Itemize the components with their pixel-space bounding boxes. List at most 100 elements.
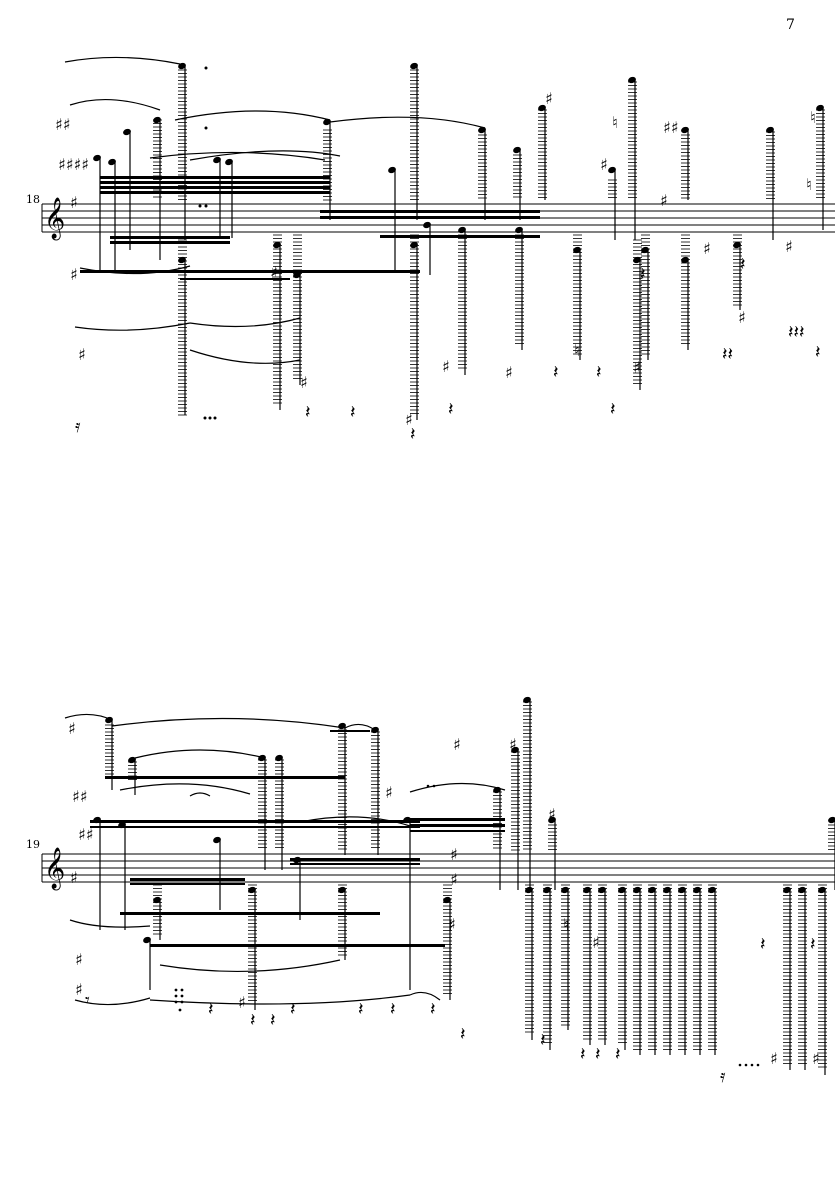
svg-text:♯: ♯: [770, 1049, 778, 1068]
svg-text:♯: ♯: [78, 345, 86, 364]
svg-text:𝄽: 𝄽: [540, 1030, 546, 1051]
svg-text:♮: ♮: [574, 341, 580, 360]
svg-text:𝄽𝄽𝄽: 𝄽𝄽𝄽: [788, 322, 805, 343]
notehead: [153, 116, 161, 124]
beams: [80, 176, 540, 280]
music-system-measure-18: 18 𝄞: [0, 40, 835, 470]
notehead: [153, 896, 161, 904]
notehead: [708, 886, 716, 894]
svg-text:♮: ♮: [563, 915, 569, 934]
notehead: [258, 754, 266, 762]
svg-text:♯: ♯: [592, 933, 600, 952]
notehead: [816, 104, 824, 112]
notehead: [143, 936, 151, 944]
svg-text:♯: ♯: [68, 719, 76, 738]
svg-text:𝄽: 𝄽: [580, 1044, 586, 1065]
svg-text:♯: ♯: [75, 980, 83, 999]
svg-text:♯: ♯: [545, 89, 553, 108]
svg-text:♯: ♯: [70, 868, 78, 887]
notehead: [598, 886, 606, 894]
svg-text:𝄽: 𝄽: [430, 999, 436, 1020]
notehead: [478, 126, 486, 134]
svg-text:𝄽: 𝄽: [410, 424, 416, 445]
slurs: [64, 56, 486, 364]
notehead: [523, 696, 531, 704]
notehead: [693, 886, 701, 894]
svg-text:♯: ♯: [442, 357, 450, 376]
svg-text:♯: ♯: [738, 308, 746, 327]
notehead: [273, 241, 281, 249]
notehead: [648, 886, 656, 894]
svg-text:𝄽: 𝄽: [250, 1010, 256, 1031]
svg-text:♯: ♯: [385, 783, 393, 802]
page-number: 7: [786, 17, 795, 33]
measure-number: 19: [26, 838, 40, 851]
notehead: [583, 886, 591, 894]
svg-text:♯♯♯♯: ♯♯♯♯: [58, 155, 89, 174]
svg-text:♯: ♯: [660, 191, 668, 210]
notehead: [766, 126, 774, 134]
notehead: [248, 886, 256, 894]
treble-clef-icon: 𝄞: [44, 197, 65, 240]
notehead: [618, 886, 626, 894]
notehead: [178, 62, 186, 70]
svg-text:♯: ♯: [300, 373, 308, 392]
svg-text:𝄽: 𝄽: [595, 1044, 601, 1065]
svg-text:♯: ♯: [548, 805, 556, 824]
svg-text:𝄽: 𝄽: [290, 999, 296, 1020]
notehead: [783, 886, 791, 894]
notehead: [828, 816, 835, 824]
score-system-19-graphics: 𝄞: [41, 696, 835, 1087]
svg-text:𝄽: 𝄽: [740, 254, 746, 275]
accidentals: ♯♯ ♯♯♯♯ ♯ ♯ ♯ ♯ ♯ ♯ ♯ ♯ ♯ ♯ ♮ ♯♯ ♯ ♯ ♯ ♯…: [55, 89, 816, 429]
svg-text:♯: ♯: [450, 870, 458, 889]
svg-text:♯♯: ♯♯: [72, 787, 87, 806]
svg-text:♮: ♮: [810, 108, 816, 127]
svg-text:𝄿: 𝄿: [720, 1066, 726, 1087]
notehead: [388, 166, 396, 174]
notehead: [538, 104, 546, 112]
notehead: [323, 118, 331, 126]
notehead: [681, 126, 689, 134]
accidentals: ♯ ♯♯ ♯♯ ♯ ♯ ♯ ♯ ♯ ♯ ♯ ♯ ♯ ♮ ♯ ♯ ♯ ♯ ♯: [68, 719, 820, 1068]
svg-text:♯: ♯: [509, 735, 517, 754]
svg-text:♯: ♯: [70, 265, 78, 284]
notehead: [371, 726, 379, 734]
svg-text:𝄽: 𝄽: [610, 399, 616, 420]
svg-text:♯: ♯: [600, 155, 608, 174]
svg-text:♯: ♯: [453, 735, 461, 754]
svg-text:𝄽: 𝄽: [350, 402, 356, 423]
notehead: [410, 62, 418, 70]
svg-text:𝄽: 𝄽: [810, 934, 816, 955]
notehead: [275, 754, 283, 762]
svg-text:♯: ♯: [450, 845, 458, 864]
svg-text:𝄽: 𝄽: [358, 999, 364, 1020]
svg-text:𝄽: 𝄽: [208, 999, 214, 1020]
notehead: [818, 886, 826, 894]
notehead: [513, 146, 521, 154]
svg-text:♯♯: ♯♯: [663, 118, 678, 137]
notehead: [93, 154, 101, 162]
notehead: [410, 241, 418, 249]
noteheads: [93, 62, 824, 279]
notehead: [403, 816, 411, 824]
notehead: [213, 156, 221, 164]
svg-text:𝄽: 𝄽: [460, 1024, 466, 1045]
notehead: [493, 786, 501, 794]
stems: [99, 700, 835, 1075]
notehead: [293, 856, 301, 864]
notehead: [443, 896, 451, 904]
notehead: [678, 886, 686, 894]
notehead: [105, 716, 113, 724]
svg-text:𝄽: 𝄽: [305, 402, 311, 423]
notehead: [525, 886, 533, 894]
notehead: [641, 246, 649, 254]
rests: 𝄽 𝄽 𝄽 𝄽 𝄽 𝄽 𝄽 𝄽 𝄽 𝄽 𝄽 𝄽 𝄽 𝄽 𝄾 𝄿: [85, 934, 816, 1087]
dots: [198, 66, 217, 420]
svg-text:♮: ♮: [612, 113, 618, 132]
rests: 𝄽 𝄽 𝄽 𝄽 𝄽 𝄽 𝄽 𝄽 𝄽𝄽 𝄽 𝄽𝄽𝄽 𝄽 𝄿: [75, 254, 821, 445]
svg-text:♯: ♯: [505, 363, 513, 382]
notehead: [633, 256, 641, 264]
svg-text:𝄽: 𝄽: [553, 362, 559, 383]
svg-text:♯: ♯: [703, 239, 711, 258]
